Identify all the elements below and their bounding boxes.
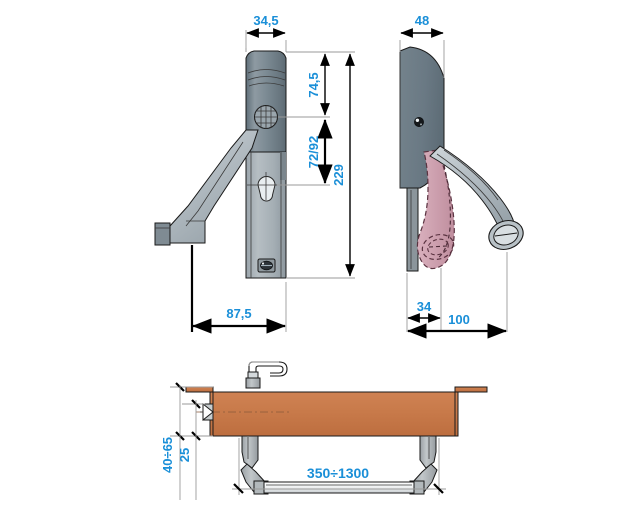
dim-label-229: 229 [331,164,346,186]
side-fixing-screw [414,117,424,127]
plan-outside-handle [245,361,288,389]
plan-door-rebate-left [185,386,214,393]
tick-350-right [433,483,444,494]
front-body-groove-3 [248,82,285,87]
plan-door-rebate-right [454,386,488,393]
front-thumbturn-detail [254,105,278,129]
front-elevation-view: 34,5 74,5 72/92 229 87,5 [154,13,355,334]
dim-label-34: 34 [417,299,432,314]
plan-push-bar [263,481,415,494]
plan-door-leaf [209,391,459,437]
dim-label-25: 25 [177,448,192,462]
front-body-housing [245,50,287,153]
plan-post-right [419,435,437,469]
dim-label-40-65: 40÷65 [160,437,175,473]
dim-label-350-1300: 350÷1300 [307,465,369,481]
front-fixing-screw [257,258,276,273]
side-lever-ghost-eye-inner [427,238,449,256]
front-euro-cylinder-keyhole [247,172,286,202]
side-spindle-rod [406,187,419,272]
side-lever-inner-line-2 [443,149,499,201]
dim-label-34-5: 34,5 [253,13,278,28]
side-lever-ghost-inner-line [437,164,451,259]
dim-label-48: 48 [415,13,429,28]
door-plan-section-view: 40÷65 25 350÷1300 [160,361,488,500]
front-body-groove-2 [247,76,286,81]
side-lever-ghost-pink [416,149,455,270]
side-lever-ghost-eye-bar [428,245,448,248]
front-body-groove-1 [247,69,286,74]
front-body-shadow-strip [280,152,286,180]
plan-post-left [241,435,259,469]
front-faceplate-edge [250,152,282,278]
dim-label-100: 100 [448,312,470,327]
side-section-view: 48 34 100 [399,13,524,339]
side-lever-ghost-eye-outer [421,233,455,261]
dim-label-74-5: 74,5 [306,72,321,97]
dim-label-72-92: 72/92 [306,136,321,169]
plan-latch-cam [200,402,214,422]
tick-350-left [233,483,244,494]
front-spindle-block [154,222,171,246]
side-lever-ring-end [488,219,524,251]
dim-label-87-5: 87,5 [226,306,251,321]
